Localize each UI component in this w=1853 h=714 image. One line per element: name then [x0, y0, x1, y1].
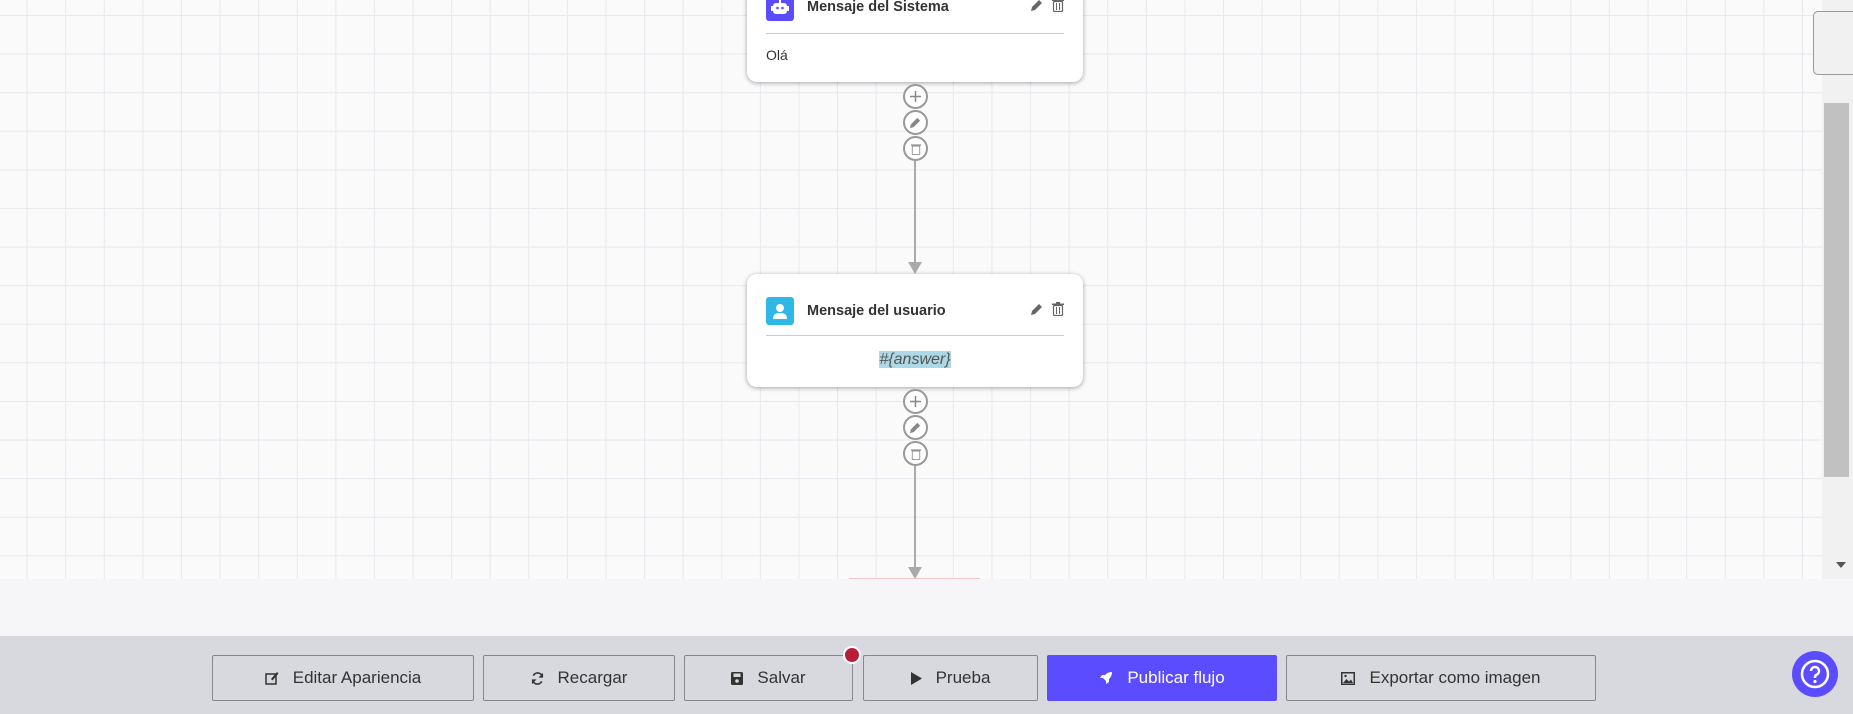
image-icon [1341, 671, 1356, 685]
node-user-message[interactable]: Mensaje del usuario #{answer} [747, 274, 1083, 387]
save-icon [731, 671, 744, 685]
publish-flow-button[interactable]: Publicar flujo [1047, 655, 1277, 701]
save-button[interactable]: Salvar [684, 655, 853, 701]
edit-node-button[interactable] [903, 415, 928, 440]
scrollbar-thumb[interactable] [1824, 103, 1849, 477]
robot-icon [766, 0, 794, 21]
edit-pencil-icon[interactable] [1030, 0, 1044, 17]
edit-node-button[interactable] [903, 110, 928, 135]
help-button[interactable] [1792, 651, 1838, 697]
trash-icon[interactable] [1052, 301, 1064, 321]
unsaved-indicator-dot [843, 646, 861, 664]
question-icon [1800, 659, 1830, 689]
arrow-down-icon [908, 262, 922, 274]
arrow-down-icon [908, 567, 922, 579]
side-panel-toggle[interactable] [1813, 11, 1853, 75]
add-node-button[interactable] [903, 389, 928, 414]
scroll-down-arrow-icon[interactable] [1836, 562, 1846, 568]
trash-icon[interactable] [1052, 0, 1064, 17]
add-node-button[interactable] [903, 84, 928, 109]
next-node-edge [849, 578, 980, 579]
divider [766, 33, 1064, 34]
connector-line [914, 161, 916, 262]
export-image-button[interactable]: Exportar como imagen [1286, 655, 1596, 701]
node-system-message[interactable]: Mensaje del Sistema Olá [747, 0, 1083, 82]
rocket-icon [1100, 672, 1113, 684]
connector-line [914, 466, 916, 568]
edit-icon [264, 672, 279, 685]
node-content: #{answer} [879, 351, 951, 368]
edit-appearance-button[interactable]: Editar Apariencia [212, 655, 474, 701]
user-icon [766, 297, 794, 325]
node-content: Olá [766, 47, 788, 63]
reload-button[interactable]: Recargar [483, 655, 675, 701]
delete-node-button[interactable] [903, 441, 928, 466]
play-icon [910, 671, 922, 685]
refresh-icon [531, 671, 543, 685]
edit-pencil-icon[interactable] [1030, 302, 1044, 321]
node-title: Mensaje del Sistema [807, 0, 949, 15]
divider [766, 335, 1064, 336]
node-title: Mensaje del usuario [807, 303, 946, 319]
test-button[interactable]: Prueba [863, 655, 1038, 701]
delete-node-button[interactable] [903, 136, 928, 161]
